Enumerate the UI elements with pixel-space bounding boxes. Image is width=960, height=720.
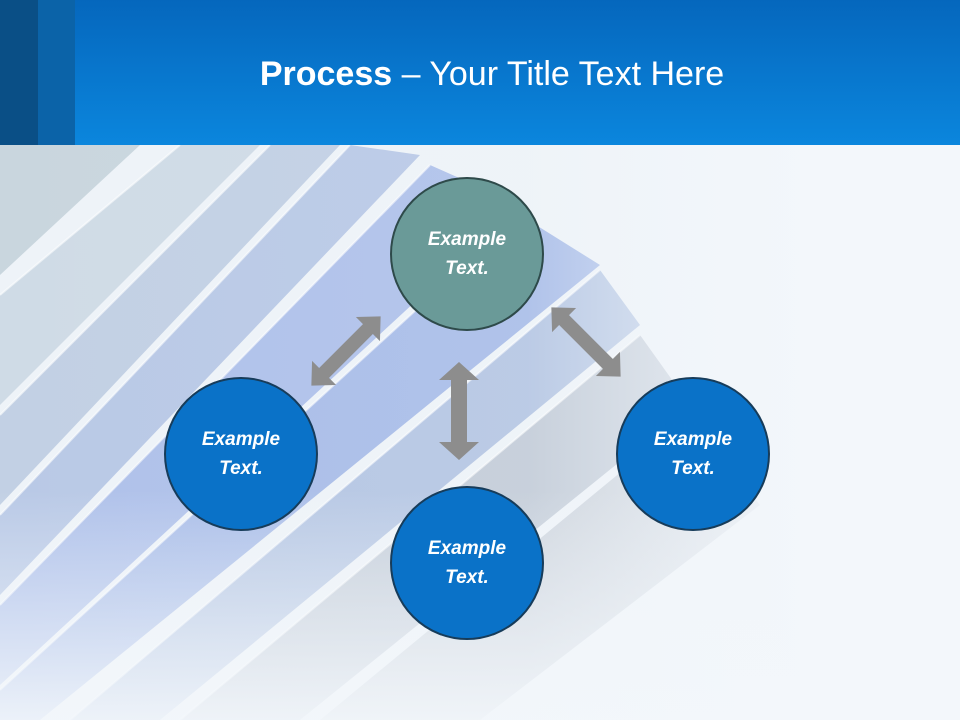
header-bar: Process – Your Title Text Here: [0, 0, 960, 145]
node-bottom-line2: Text.: [445, 567, 489, 588]
title-rest: – Your Title Text Here: [392, 55, 725, 93]
node-bottom-line1: Example: [427, 538, 507, 559]
node-top-line2: Text.: [445, 258, 489, 279]
node-right-line2: Text.: [671, 458, 715, 479]
header-stripe-dark: [0, 0, 38, 145]
slide-title: Process – Your Title Text Here: [0, 52, 960, 96]
node-left-line1: Example: [201, 429, 281, 450]
header-stripe-mid: [38, 0, 75, 145]
node-top-line1: Example: [427, 229, 507, 250]
background-photo: [0, 145, 960, 720]
node-left-line2: Text.: [219, 458, 263, 479]
node-right-line1: Example: [653, 429, 733, 450]
title-bold: Process: [259, 55, 393, 93]
